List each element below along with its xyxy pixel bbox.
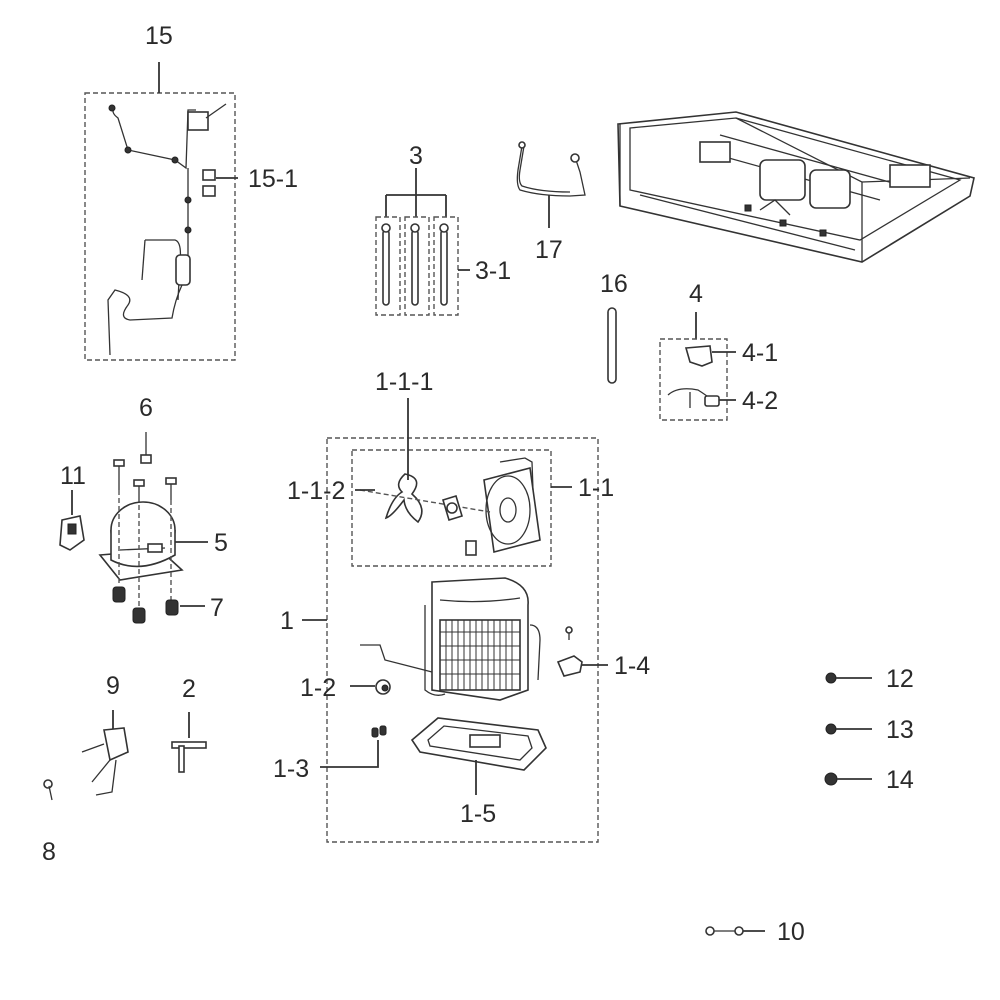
label-13: 13 bbox=[886, 716, 914, 744]
label-15: 15 bbox=[145, 22, 173, 50]
label-4-1: 4-1 bbox=[742, 339, 778, 367]
label-1: 1 bbox=[280, 607, 294, 635]
part-15-1-clips[interactable]: 15-1 bbox=[202, 165, 298, 197]
part-1-3-clips[interactable]: 1-3 bbox=[273, 725, 387, 783]
label-6: 6 bbox=[139, 394, 153, 422]
part-14-nut[interactable]: 14 bbox=[824, 766, 914, 794]
label-1-2: 1-2 bbox=[300, 674, 336, 702]
part-8-screw[interactable]: 8 bbox=[42, 779, 56, 866]
part-9-power-cord[interactable]: 9 bbox=[81, 672, 129, 796]
part-1-evaporator-module[interactable]: 1 bbox=[280, 437, 599, 843]
label-15-1: 15-1 bbox=[248, 165, 298, 193]
part-4-switch-assembly[interactable]: 4 4-1 4-2 bbox=[659, 280, 778, 421]
label-3-1: 3-1 bbox=[475, 257, 511, 285]
part-5-compressor[interactable]: 5 bbox=[98, 490, 228, 610]
label-1-3: 1-3 bbox=[273, 755, 309, 783]
part-6-screws[interactable]: 6 bbox=[113, 394, 177, 505]
label-1-1-2: 1-1-2 bbox=[287, 477, 345, 505]
label-3: 3 bbox=[409, 142, 423, 170]
label-9: 9 bbox=[106, 672, 120, 700]
label-10: 10 bbox=[777, 918, 805, 946]
label-12: 12 bbox=[886, 665, 914, 693]
label-14: 14 bbox=[886, 766, 914, 794]
label-1-1-1: 1-1-1 bbox=[375, 368, 433, 396]
label-5: 5 bbox=[214, 529, 228, 557]
part-12-nut[interactable]: 12 bbox=[825, 665, 914, 693]
part-2-bracket[interactable]: 2 bbox=[171, 675, 207, 773]
part-10-washers[interactable]: 10 bbox=[705, 918, 805, 946]
part-15-tubing-assembly[interactable]: 15 bbox=[84, 22, 236, 361]
part-1-1-2-fan-motor[interactable]: 1-1-2 bbox=[287, 477, 491, 522]
part-1-5-drain-tray[interactable]: 1-5 bbox=[410, 717, 547, 828]
part-13-nut[interactable]: 13 bbox=[825, 716, 914, 744]
part-1-2-cap[interactable]: 1-2 bbox=[300, 674, 391, 702]
label-1-4: 1-4 bbox=[614, 652, 650, 680]
part-1-1-1-fan-blade[interactable]: 1-1-1 bbox=[375, 368, 433, 524]
part-7-grommets[interactable]: 7 bbox=[112, 586, 224, 624]
label-1-5: 1-5 bbox=[460, 800, 496, 828]
label-4: 4 bbox=[689, 280, 703, 308]
part-1-1-fan-assembly[interactable]: 1-1 bbox=[351, 449, 614, 567]
label-4-2: 4-2 bbox=[742, 387, 778, 415]
label-7: 7 bbox=[210, 594, 224, 622]
label-8: 8 bbox=[42, 838, 56, 866]
part-17-wire-harness[interactable]: 17 bbox=[516, 141, 586, 264]
label-11: 11 bbox=[60, 462, 86, 490]
part-1-4-sensor[interactable]: 1-4 bbox=[556, 626, 650, 680]
label-16: 16 bbox=[600, 270, 628, 298]
part-3-heater-set[interactable]: 3 3-1 bbox=[375, 142, 511, 316]
label-1-1: 1-1 bbox=[578, 474, 614, 502]
part-11-relay[interactable]: 11 bbox=[59, 462, 86, 551]
evaporator-core bbox=[360, 577, 541, 701]
part-16-sensor[interactable]: 16 bbox=[600, 270, 628, 384]
label-2: 2 bbox=[182, 675, 196, 703]
label-17: 17 bbox=[535, 236, 563, 264]
base-frame-chassis bbox=[617, 111, 975, 263]
